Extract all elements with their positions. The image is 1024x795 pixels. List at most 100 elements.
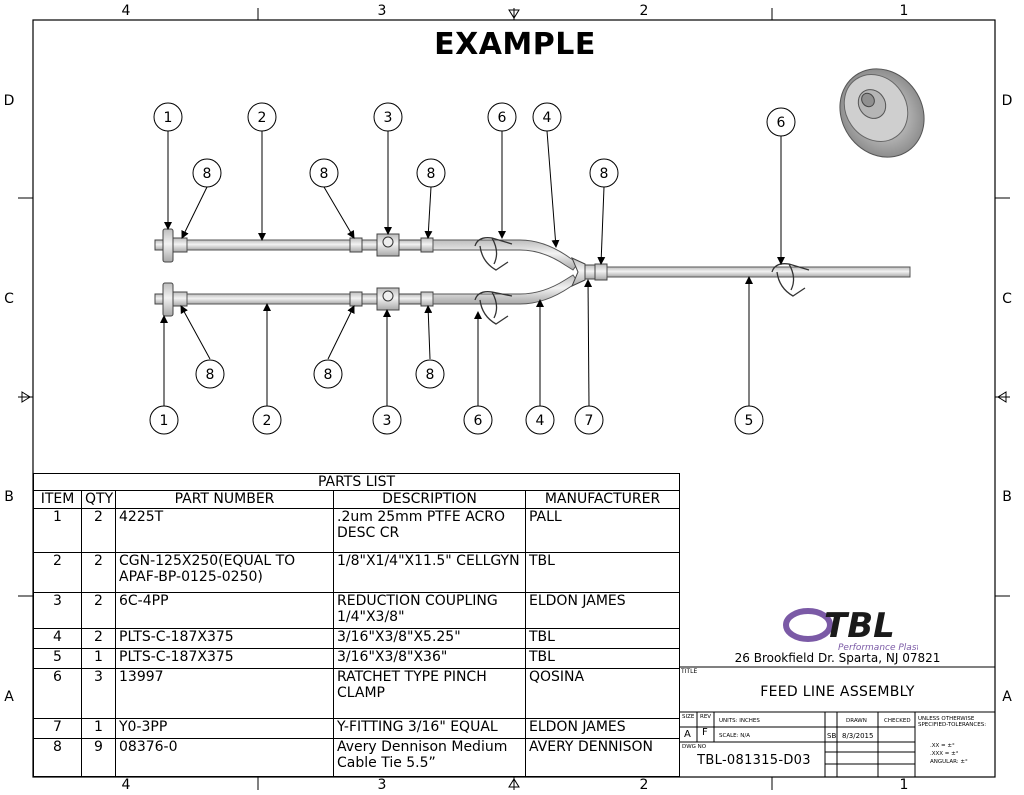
cell-item: 3 [33, 592, 82, 630]
balloon-label: 8 [427, 166, 436, 182]
balloon: 6 [487, 102, 517, 132]
zone-row-c-left: C [4, 291, 14, 307]
cell-manufacturer: ELDON JAMES [524, 592, 681, 630]
units-text: UNITS: INCHES [719, 718, 760, 724]
zone-col-2-top: 2 [639, 3, 649, 19]
balloon: 2 [252, 405, 282, 435]
cell-part-number: 13997 [115, 667, 334, 719]
table-row: 8 9 08376-0 Avery Dennison Medium Cable … [33, 737, 681, 778]
col-header-qty: QTY [81, 490, 116, 509]
filter-disk-3d [839, 68, 925, 158]
cell-description: RATCHET TYPE PINCH CLAMP [333, 667, 526, 719]
zone-col-4-top: 4 [121, 3, 131, 19]
cell-part-number: 4225T [115, 508, 334, 553]
tolerance-xxx: .XXX = ±° [930, 751, 959, 757]
checked-label: CHECKED [884, 718, 911, 724]
table-row: 6 3 13997 RATCHET TYPE PINCH CLAMP QOSIN… [33, 667, 681, 719]
cell-qty: 1 [81, 717, 116, 739]
balloon-label: 6 [498, 110, 507, 126]
cell-qty: 1 [81, 648, 116, 669]
dwg-no-label: DWG NO [682, 744, 707, 750]
balloon: 8 [416, 158, 446, 188]
cell-description: Avery Dennison Medium Cable Tie 5.5” [333, 737, 526, 778]
balloon: 4 [525, 405, 555, 435]
balloon: 1 [153, 102, 183, 132]
zone-row-a-right: A [1002, 689, 1012, 705]
cell-manufacturer: QOSINA [524, 667, 681, 719]
balloon-label: 8 [600, 166, 609, 182]
balloon: 6 [766, 107, 796, 137]
assembly-drawing: 1 2 3 6 4 6 8 8 8 8 8 8 8 1 2 3 6 4 7 5 [149, 68, 925, 435]
drawing-title: EXAMPLE [434, 27, 596, 62]
balloon-label: 1 [164, 110, 173, 126]
cell-part-number: 6C-4PP [115, 592, 334, 630]
drawing-name: FEED LINE ASSEMBLY [760, 684, 915, 700]
balloon-label: 8 [320, 166, 329, 182]
cell-part-number: PLTS-C-187X375 [115, 628, 334, 650]
cell-manufacturer: TBL [524, 628, 681, 650]
balloon-label: 7 [585, 413, 594, 429]
balloon: 8 [313, 359, 343, 389]
balloon: 8 [195, 359, 225, 389]
cell-description: Y-FITTING 3/16" EQUAL [333, 717, 526, 739]
size-value: A [684, 729, 691, 740]
title-label: TITLE [681, 668, 698, 675]
balloon-label: 8 [426, 367, 435, 383]
table-row: 5 1 PLTS-C-187X375 3/16"X3/8"X36" TBL [33, 648, 681, 669]
cell-part-number: CGN-125X250(EQUAL TO APAF-BP-0125-0250) [115, 551, 334, 594]
cell-item: 4 [33, 628, 82, 650]
cell-description: .2um 25mm PTFE ACRO DESC CR [333, 508, 526, 553]
cell-manufacturer: ELDON JAMES [524, 717, 681, 739]
balloon-label: 3 [384, 110, 393, 126]
balloon-label: 5 [745, 413, 754, 429]
drawn-date: 8/3/2015 [842, 732, 874, 740]
tolerance-title: UNLESS OTHERWISE SPECIFIED-TOLERANCES: [918, 716, 987, 728]
zone-row-d-right: D [1001, 93, 1013, 109]
balloon-label: 3 [383, 413, 392, 429]
table-row: 3 2 6C-4PP REDUCTION COUPLING 1/4"X3/8" … [33, 592, 681, 630]
table-row: 4 2 PLTS-C-187X375 3/16"X3/8"X5.25" TBL [33, 628, 681, 650]
cell-manufacturer: TBL [524, 551, 681, 594]
zone-row-d-left: D [3, 93, 15, 109]
balloon-label: 1 [160, 413, 169, 429]
balloon-label: 6 [474, 413, 483, 429]
size-label: SIZE [682, 714, 695, 720]
cell-qty: 2 [81, 551, 116, 594]
zone-col-4-bottom: 4 [121, 777, 131, 793]
zone-col-1-top: 1 [899, 3, 909, 19]
col-header-part-number: PART NUMBER [115, 490, 334, 509]
balloon: 7 [574, 405, 604, 435]
cell-item: 5 [33, 648, 82, 669]
cell-part-number: PLTS-C-187X375 [115, 648, 334, 669]
balloon: 2 [247, 102, 277, 132]
balloon: 8 [192, 158, 222, 188]
balloon-label: 8 [324, 367, 333, 383]
balloon: 3 [373, 102, 403, 132]
parts-list-caption: PARTS LIST [32, 473, 681, 491]
cell-item: 7 [33, 717, 82, 739]
col-header-manufacturer: MANUFACTURER [524, 490, 681, 509]
cell-item: 2 [33, 551, 82, 594]
lower-branch [154, 274, 579, 317]
zone-row-a-left: A [4, 689, 14, 705]
cell-manufacturer: PALL [524, 508, 681, 553]
balloon: 5 [734, 405, 764, 435]
col-header-description: DESCRIPTION [333, 490, 526, 509]
balloon-label: 2 [258, 110, 267, 126]
tolerance-xx: .XX = ±° [930, 743, 955, 749]
balloon-label: 4 [543, 110, 552, 126]
balloon: 8 [415, 359, 445, 389]
company-address: 26 Brookfield Dr. Sparta, NJ 07821 [734, 651, 941, 665]
zone-col-1-bottom: 1 [899, 777, 909, 793]
cell-part-number: 08376-0 [115, 737, 334, 778]
logo-text: TBL [824, 606, 895, 646]
balloon-label: 2 [263, 413, 272, 429]
balloon-label: 4 [536, 413, 545, 429]
y-fitting-and-main-line [571, 257, 911, 287]
cell-item: 8 [33, 737, 82, 778]
cell-part-number: Y0-3PP [115, 717, 334, 739]
cell-qty: 9 [81, 737, 116, 778]
cell-description: 1/8"X1/4"X11.5" CELLGYN [333, 551, 526, 594]
table-row: 1 2 4225T .2um 25mm PTFE ACRO DESC CR PA… [33, 508, 681, 553]
